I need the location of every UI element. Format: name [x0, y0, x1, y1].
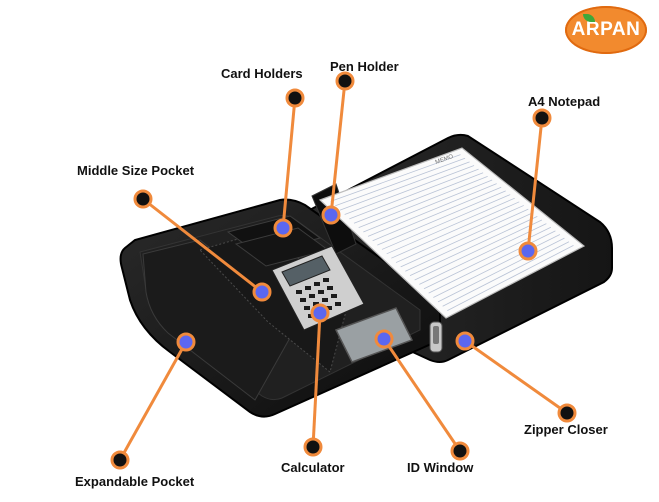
marker-black-expandable-pocket [110, 450, 130, 470]
marker-blue-id-window [374, 329, 394, 349]
calculator-device [271, 245, 365, 331]
marker-black-zipper-closer [557, 403, 577, 423]
zipper-pull [429, 321, 443, 353]
marker-black-id-window [450, 441, 470, 461]
marker-blue-a4-notepad [518, 241, 538, 261]
label-zipper-closer: Zipper Closer [524, 422, 608, 437]
notepad-rule-line [335, 157, 466, 207]
notepad-rule-line [386, 197, 515, 255]
marker-blue-pen-holder [321, 205, 341, 225]
marker-blue-calculator [310, 303, 330, 323]
id-window [334, 307, 414, 363]
label-pen-holder: Pen Holder [330, 59, 399, 74]
a4-notepad: MEMO [318, 147, 586, 319]
notepad-rule-line [330, 154, 461, 202]
notepad-rule-line [442, 241, 570, 307]
notepad-rule-line [353, 172, 484, 224]
notepad-rule-line [414, 219, 543, 281]
label-card-holders: Card Holders [221, 66, 303, 81]
marker-black-a4-notepad [532, 108, 552, 128]
leader-line-pen-holder [329, 80, 347, 216]
marker-black-pen-holder [335, 71, 355, 91]
notepad-rule-line [363, 179, 493, 233]
label-id-window: ID Window [407, 460, 474, 475]
notepad-rule-line [349, 168, 479, 220]
marker-blue-card-holders [273, 218, 293, 238]
notepad-rule-line [437, 237, 565, 303]
notepad-rule-line [409, 215, 538, 277]
marker-blue-middle-size-pocket [252, 282, 272, 302]
leader-line-middle-size-pocket [142, 197, 263, 294]
marker-black-middle-size-pocket [133, 189, 153, 209]
notepad-rule-line [447, 245, 574, 311]
label-expandable-pocket: Expandable Pocket [75, 474, 195, 489]
notepad-rule-line [419, 223, 547, 285]
notepad-rule-line [395, 205, 524, 263]
label-a4-notepad: A4 Notepad [528, 94, 601, 109]
notepad-rule-line [372, 186, 502, 242]
leader-line-a4-notepad [526, 117, 544, 252]
notepad-rule-line [339, 161, 470, 211]
leaf-icon [583, 14, 595, 22]
notepad-rule-line [391, 201, 520, 259]
expandable-pocket-flap [142, 239, 301, 401]
marker-blue-zipper-closer [455, 331, 475, 351]
leader-line-expandable-pocket [118, 341, 188, 461]
marker-black-card-holders [285, 88, 305, 108]
label-calculator: Calculator [281, 460, 345, 475]
leader-line-zipper-closer [464, 339, 568, 415]
notepad-rule-line [400, 208, 529, 268]
notepad-rule-line [377, 190, 506, 246]
notepad-rule-line [433, 234, 561, 298]
notepad-rule-line [344, 165, 475, 215]
notepad-rule-line [428, 230, 556, 294]
marker-black-calculator [303, 437, 323, 457]
marker-blue-expandable-pocket [176, 332, 196, 352]
notepad-rule-line [381, 194, 511, 250]
leader-line-id-window [382, 338, 462, 452]
notepad-rule-line [367, 183, 497, 237]
label-middle-size-pocket: Middle Size Pocket [77, 163, 195, 178]
arpan-logo: ARPAN [565, 6, 647, 54]
logo-text: ARPAN [571, 19, 641, 40]
notepad-rule-line [358, 176, 488, 228]
leader-line-card-holders [281, 97, 297, 229]
notepad-rule-line [405, 212, 533, 272]
leader-line-calculator [311, 312, 322, 448]
